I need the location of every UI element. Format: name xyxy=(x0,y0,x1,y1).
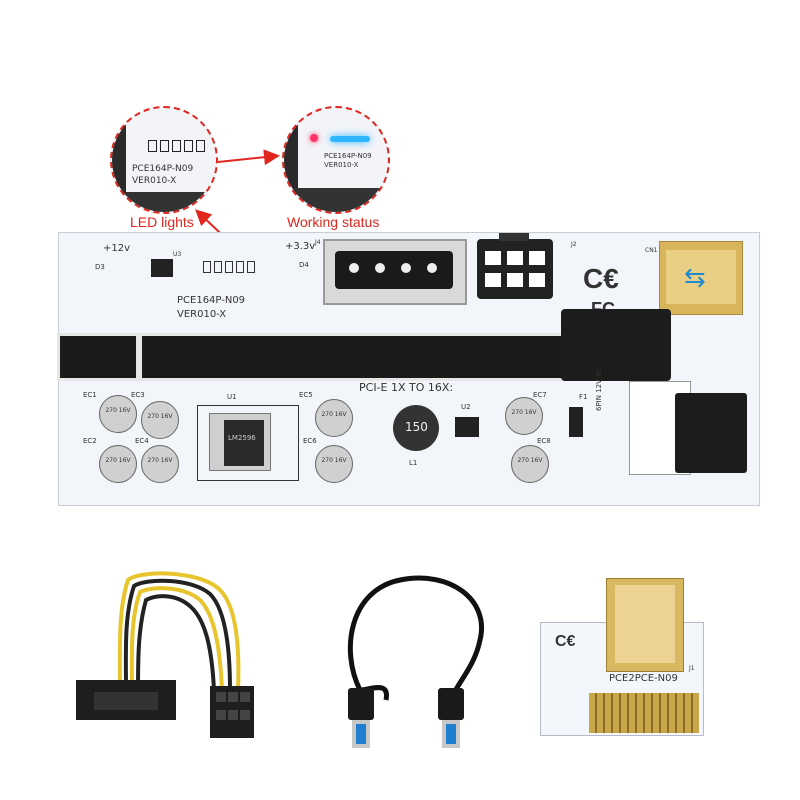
pcie-x16-slot xyxy=(57,333,567,381)
cap-ec5 xyxy=(315,399,353,437)
board-model: PCE164P-N09 xyxy=(177,295,246,306)
cap-label-ec7: EC7 xyxy=(533,391,547,399)
label-33v: +3.3v xyxy=(285,241,316,252)
label-u1: U1 xyxy=(227,393,237,401)
callout-arrows xyxy=(195,149,280,251)
usb3-port: ⇆ xyxy=(659,241,743,315)
cap-text-ec4: 270 16V xyxy=(147,457,173,464)
label-j4: J4 xyxy=(315,239,321,246)
f1-fuse xyxy=(569,407,583,437)
cap-ec1 xyxy=(99,395,137,433)
ce-mark: C€ xyxy=(583,263,619,294)
cap-text-ec2: 270 16V xyxy=(105,457,131,464)
status-led-blue-bar xyxy=(330,136,370,142)
cap-text-ec5: 270 16V xyxy=(321,411,347,418)
cap-ec8 xyxy=(511,445,549,483)
adapter-model: PCE2PCE-N09 xyxy=(609,673,678,684)
led-zoom-callout: PCE164P-N09 VER010-X xyxy=(110,106,218,214)
6pin-power-connector xyxy=(477,233,553,299)
cap-label-ec3: EC3 xyxy=(131,391,145,399)
led-zoom-dark-edge xyxy=(112,108,126,212)
label-12v: +12v xyxy=(103,243,131,254)
cap-text-ec7: 270 16V xyxy=(511,409,537,416)
cap-label-ec6: EC6 xyxy=(303,437,317,445)
power-cable xyxy=(76,571,254,738)
u3-chip xyxy=(151,259,173,277)
right-latch xyxy=(675,393,747,473)
cap-ec2 xyxy=(99,445,137,483)
adapter-j1-label: J1 xyxy=(689,665,695,672)
led-zoom-model: PCE164P-N09 xyxy=(132,164,194,174)
status-zoom-dark-bottom xyxy=(284,188,388,212)
u1-marking: LM2596 xyxy=(228,434,256,442)
cap-label-ec2: EC2 xyxy=(83,437,97,445)
pcie-label: PCI-E 1X TO 16X: xyxy=(359,381,454,394)
usb-plug-left xyxy=(348,688,374,720)
cap-text-ec3: 270 16V xyxy=(147,413,173,420)
label-j2: J2 xyxy=(571,241,577,248)
cap-text-ec8: 270 16V xyxy=(517,457,543,464)
status-zoom-callout: PCE164P-N09 VER010-X xyxy=(282,106,390,214)
led-zoom-dark-bottom xyxy=(112,192,216,212)
cap-text-ec1: 270 16V xyxy=(105,407,131,414)
u1-outline xyxy=(197,405,299,481)
adapter-usb-port xyxy=(606,578,684,672)
status-zoom-version: VER010-X xyxy=(324,161,359,169)
board-version: VER010-X xyxy=(177,309,227,320)
status-zoom-model: PCE164P-N09 xyxy=(324,152,372,160)
u1-regulator: LM2596 xyxy=(209,413,271,471)
cap-label-ec1: EC1 xyxy=(83,391,97,399)
slot-latch xyxy=(561,309,671,381)
adapter-ce-mark: C€ xyxy=(555,633,576,650)
cap-label-ec8: EC8 xyxy=(537,437,551,445)
led-zoom-version: VER010-X xyxy=(132,176,177,186)
working-status-caption: Working status xyxy=(287,214,380,230)
cap-text-ec6: 270 16V xyxy=(321,457,347,464)
l1-inductor: 150 xyxy=(393,405,439,451)
cap-label-ec5: EC5 xyxy=(299,391,313,399)
led-zoom-indicators xyxy=(148,136,208,154)
label-f1: F1 xyxy=(579,393,588,401)
label-d3: D3 xyxy=(95,263,105,271)
status-zoom-dark-edge xyxy=(284,108,298,212)
led-lights-caption: LED lights xyxy=(130,214,194,230)
label-cn1: CN1 xyxy=(645,247,658,254)
molex-connector xyxy=(323,239,467,305)
led-bank xyxy=(203,257,259,277)
label-d4: D4 xyxy=(299,261,309,269)
cap-ec4 xyxy=(141,445,179,483)
usb-plug-right xyxy=(438,688,464,720)
inductor-value: 150 xyxy=(405,420,428,434)
riser-board: +12v +3.3v U3 D3 D4 J4 J2 CN1 PCE164P-N0… xyxy=(57,232,760,506)
cap-ec7 xyxy=(505,397,543,435)
usb-cable xyxy=(347,575,484,748)
label-l1: L1 xyxy=(409,459,418,467)
cap-ec3 xyxy=(141,401,179,439)
u2-chip xyxy=(455,417,479,437)
usb-logo-icon: ⇆ xyxy=(684,262,706,292)
label-u3: U3 xyxy=(173,251,182,258)
cap-ec6 xyxy=(315,445,353,483)
status-led-red xyxy=(310,134,318,142)
arrow-to-status xyxy=(217,149,280,166)
label-6pin-input: 6PIN 12V IN xyxy=(595,369,603,411)
label-u2: U2 xyxy=(461,403,471,411)
cap-label-ec4: EC4 xyxy=(135,437,149,445)
adapter-gold-fingers xyxy=(589,693,699,733)
